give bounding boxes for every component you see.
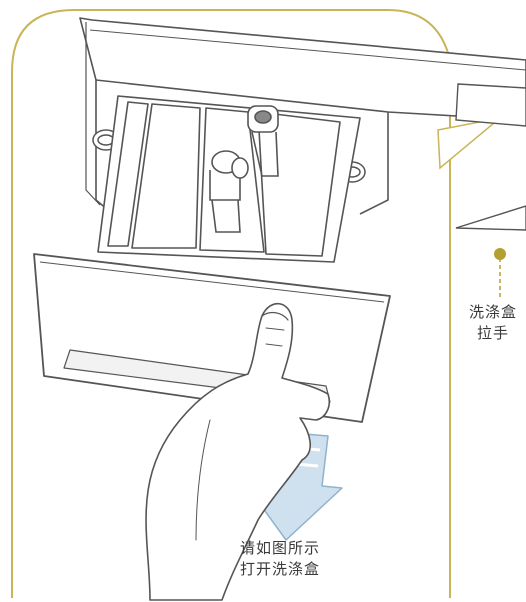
instruction-label: 请如图所示 打开洗涤盒 — [210, 538, 350, 580]
drawer-handle-label: 洗涤盒 拉手 — [460, 302, 526, 344]
instruction-line1: 请如图所示 — [239, 539, 320, 557]
instruction-line2: 打开洗涤盒 — [239, 560, 320, 578]
handle-callout — [437, 83, 526, 298]
handle-marker-dot — [494, 248, 506, 260]
drawer-valve — [209, 150, 249, 233]
illustration-frame — [11, 9, 451, 598]
hand-illustration — [145, 302, 331, 601]
siphon-cap — [247, 105, 279, 177]
drawer-handle-label-line2: 拉手 — [476, 324, 509, 342]
drawer-handle-label-line1: 洗涤盒 — [468, 303, 517, 321]
